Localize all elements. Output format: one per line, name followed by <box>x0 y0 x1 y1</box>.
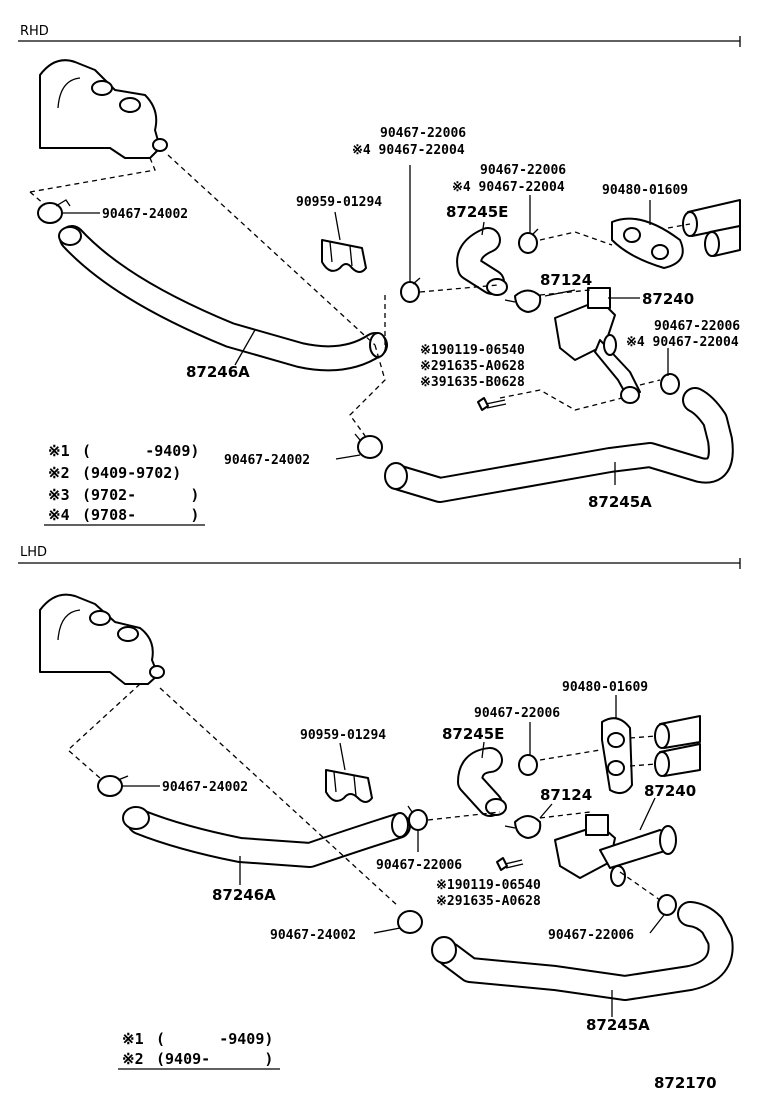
lhd-label-87245A: 87245A <box>586 1016 650 1034</box>
lhd-legend-mark-2: ※2 <box>122 1050 144 1068</box>
rhd-label-87240: 87240 <box>642 290 694 308</box>
rhd-label-90467-22006-a: 90467-22006 <box>380 126 466 141</box>
lhd-label-90467-22006-b: 90467-22006 <box>376 858 462 873</box>
rhd-legend-range-1: ( -9409) <box>82 442 199 460</box>
rhd-label-87246A: 87246A <box>186 363 250 381</box>
lhd-section-label: LHD <box>20 545 47 560</box>
rhd-water-valve-87240 <box>554 287 641 404</box>
diagram-number: 872170 <box>654 1074 717 1092</box>
lhd-engine-pipe <box>39 593 165 685</box>
lhd-label-90467-22006-c: 90467-22006 <box>548 928 634 943</box>
lhd-hose-87246A <box>122 806 411 868</box>
lhd-water-valve-87240 <box>554 814 677 887</box>
rhd-hose-87245A <box>384 387 734 503</box>
rhd-clamp-90467-24002-top <box>37 199 71 224</box>
lhd-label-190119-06540: ※190119-06540 <box>436 878 541 893</box>
rhd-hose-87245E <box>456 227 508 296</box>
rhd-legend-mark-4: ※4 <box>48 506 70 524</box>
lhd-legend-range-1: ( -9409) <box>156 1030 273 1048</box>
lhd-label-90480-01609: 90480-01609 <box>562 680 648 695</box>
lhd-clamp-90467-24002-bot <box>397 910 423 934</box>
lhd-label-87246A: 87246A <box>212 886 276 904</box>
rhd-leader-lines <box>62 165 669 485</box>
lhd-label-90467-24002-top: 90467-24002 <box>162 780 248 795</box>
rhd-label-90467-22004-a: ※4 90467-22004 <box>352 143 465 158</box>
lhd-label-87240: 87240 <box>644 782 696 800</box>
lhd-label-87245E: 87245E <box>442 725 504 743</box>
lhd-clamp-90467-24002-top <box>97 775 129 797</box>
lhd-bolt-190119 <box>496 857 524 871</box>
rhd-label-90480-01609: 90480-01609 <box>602 183 688 198</box>
rhd-label-291635-A0628: ※291635-A0628 <box>420 359 525 374</box>
lhd-hose-87245E <box>457 747 507 817</box>
lhd-label-87124: 87124 <box>540 786 592 804</box>
lhd-clamp-87124 <box>504 815 542 839</box>
lhd-clamp-90467-22006-c <box>657 894 677 916</box>
rhd-label-87245E: 87245E <box>446 203 508 221</box>
lhd-label-90467-24002-bot: 90467-24002 <box>270 928 356 943</box>
rhd-legend-range-4: (9708- ) <box>82 506 199 524</box>
rhd-heater-pipes <box>682 199 741 257</box>
rhd-legend-range-2: (9409-9702) <box>82 464 181 482</box>
lhd-section: LHD <box>18 545 741 1070</box>
rhd-section-label: RHD <box>20 24 49 39</box>
rhd-label-190119-06540: ※190119-06540 <box>420 343 525 358</box>
lhd-clamp-90467-22006-a <box>518 754 538 776</box>
lhd-clamp-90467-22006-b <box>407 805 428 831</box>
lhd-legend: ※1 ( -9409) ※2 (9409- ) <box>118 1030 280 1070</box>
lhd-clip-90959-01294 <box>325 769 373 803</box>
rhd-legend-mark-2: ※2 <box>48 464 70 482</box>
rhd-clamp-87124 <box>504 289 542 313</box>
lhd-heater-pipes <box>654 715 701 777</box>
rhd-legend: ※1 ( -9409) ※2 (9409-9702) ※3 (9702- ) ※… <box>44 442 205 526</box>
lhd-label-90467-22006-a: 90467-22006 <box>474 706 560 721</box>
rhd-label-90467-22006-b: 90467-22006 <box>480 163 566 178</box>
rhd-legend-mark-3: ※3 <box>48 486 70 504</box>
rhd-label-90959-01294: 90959-01294 <box>296 195 382 210</box>
lhd-legend-range-2: (9409- ) <box>156 1050 273 1068</box>
rhd-engine-pipe <box>39 59 168 159</box>
rhd-clamp-90467-22006-b <box>518 228 539 254</box>
rhd-label-90467-22004-c: ※4 90467-22004 <box>626 335 739 350</box>
rhd-clamp-90467-24002-bot <box>354 433 383 459</box>
rhd-hose-87246A <box>58 225 388 372</box>
rhd-legend-mark-1: ※1 <box>48 442 70 460</box>
rhd-label-90467-22006-c: 90467-22006 <box>654 319 740 334</box>
lhd-label-291635-A0628: ※291635-A0628 <box>436 894 541 909</box>
rhd-label-87245A: 87245A <box>588 493 652 511</box>
rhd-label-90467-24002-top: 90467-24002 <box>102 207 188 222</box>
rhd-clamp-90467-22006-c <box>660 373 680 395</box>
rhd-bolt-190119 <box>477 397 507 411</box>
rhd-label-90467-22004-b: ※4 90467-22004 <box>452 180 565 195</box>
lhd-hose-87245A <box>431 901 734 1001</box>
rhd-label-391635-B0628: ※391635-B0628 <box>420 375 525 390</box>
rhd-section: RHD <box>18 24 741 526</box>
lhd-legend-mark-1: ※1 <box>122 1030 144 1048</box>
rhd-clip-90959-01294 <box>321 239 367 273</box>
lhd-label-90959-01294: 90959-01294 <box>300 728 386 743</box>
lhd-leader-lines <box>122 695 665 1017</box>
rhd-legend-range-3: (9702- ) <box>82 486 199 504</box>
rhd-grommet-90480-01609 <box>611 217 684 269</box>
rhd-alignment-lines <box>29 154 691 441</box>
rhd-label-90467-24002-bot: 90467-24002 <box>224 453 310 468</box>
lhd-alignment-lines <box>67 683 661 907</box>
lhd-grommet-90480-01609 <box>601 717 633 795</box>
rhd-label-87124: 87124 <box>540 271 592 289</box>
